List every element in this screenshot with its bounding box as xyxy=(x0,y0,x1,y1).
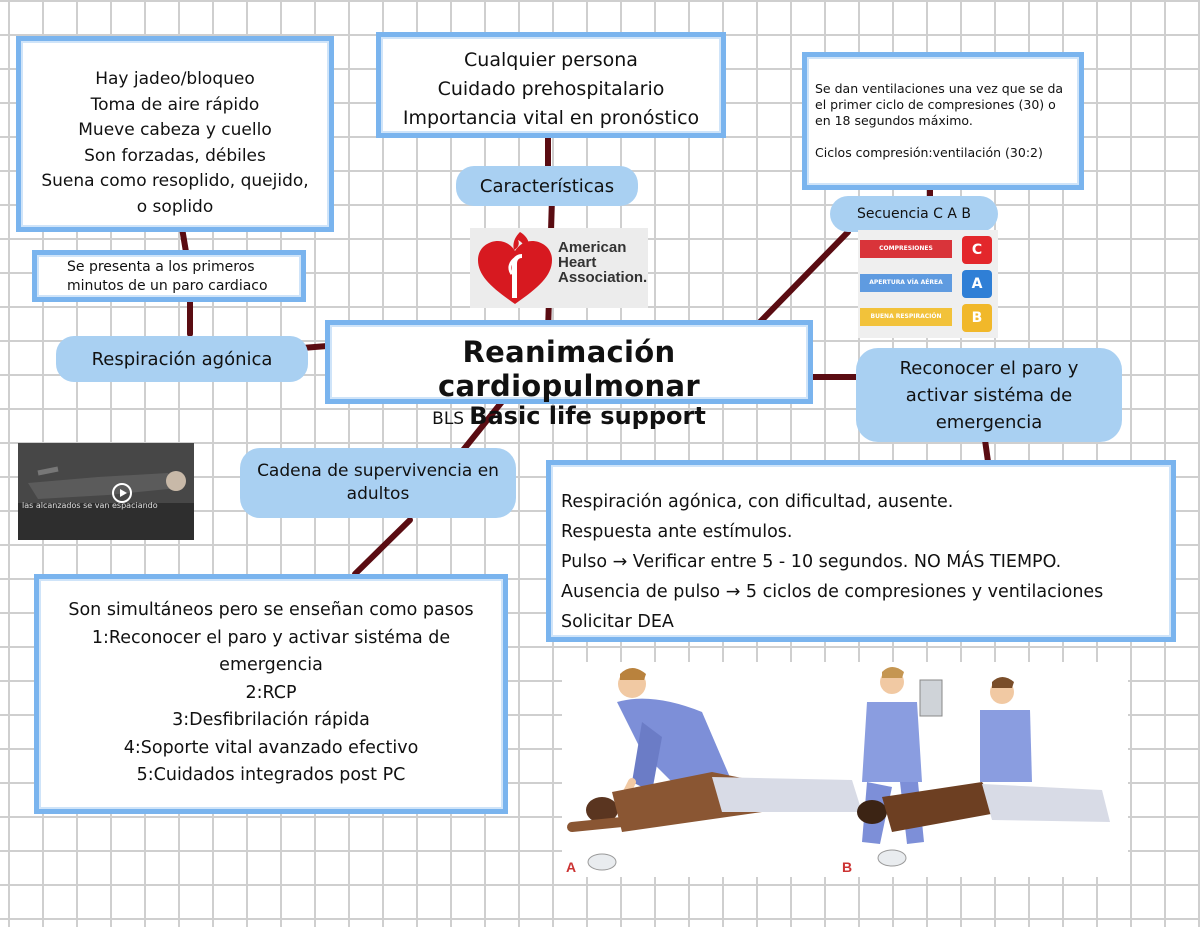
heart-torch-icon xyxy=(478,232,552,304)
connector-cab-main xyxy=(757,229,851,325)
agonal-label: Respiración agónica xyxy=(91,348,273,370)
chain-line: 4:Soporte vital avanzado efectivo xyxy=(123,737,419,758)
agonal-line: Son forzadas, débiles xyxy=(84,145,266,166)
recognize-label-pill: Reconocer el paro y activar sistéma de e… xyxy=(856,348,1122,442)
chain-line: emergencia xyxy=(219,655,323,675)
cab-letter: B xyxy=(971,310,983,326)
victim-a xyxy=(567,772,862,832)
characteristics-box: Cualquier persona Cuidado prehospitalari… xyxy=(376,32,726,138)
recognize-line: Ausencia de pulso → 5 ciclos de compresi… xyxy=(561,582,1104,602)
figure-label-b: B xyxy=(842,859,852,875)
cab-bar: COMPRESIONES TORÁCICAS xyxy=(860,240,952,258)
recognize-line: Respiración agónica, con dificultad, aus… xyxy=(561,492,954,512)
agonal-line: Mueve cabeza y cuello xyxy=(78,120,272,140)
connector-chain-main xyxy=(457,395,508,457)
agonal-line: Suena como resoplido, quejido, xyxy=(41,171,309,191)
characteristics-label: Características xyxy=(479,175,615,197)
agonal-line: Hay jadeo/bloqueo xyxy=(95,69,255,89)
cab-letter-tile: A xyxy=(962,270,992,298)
page-subtitle: Basic life support xyxy=(469,402,706,430)
cab-row-name: BUENA RESPIRACIÓN xyxy=(870,313,942,320)
video-caption: las alcanzados se van espaciando xyxy=(22,501,158,510)
cab-explanation-box: Se dan ventilaciones una vez que se da e… xyxy=(802,52,1084,190)
cab-text: Se dan ventilaciones una vez que se da e… xyxy=(815,81,1064,128)
cpr-scene-svg: A B xyxy=(566,667,1110,875)
chain-box: Son simultáneos pero se enseñan como pas… xyxy=(34,574,508,814)
aha-logo: American Heart Association. xyxy=(470,228,648,308)
chain-line: 5:Cuidados integrados post PC xyxy=(136,765,406,785)
characteristics-label-pill: Características xyxy=(456,166,638,206)
video-thumbnail[interactable]: las alcanzados se van espaciando xyxy=(18,443,194,540)
logo-line: Association. xyxy=(558,269,648,286)
agonal-description-box: Hay jadeo/bloqueo Toma de aire rápido Mu… xyxy=(16,36,334,232)
characteristics-line: Importancia vital en pronóstico xyxy=(402,107,700,129)
agonal-note-box: Se presenta a los primeros minutos de un… xyxy=(32,250,306,302)
chain-line: Son simultáneos pero se enseñan como pas… xyxy=(68,600,474,620)
recognize-line: Respuesta ante estímulos. xyxy=(561,522,793,542)
recognize-label: Reconocer el paro y activar sistéma de e… xyxy=(899,357,1079,433)
recognize-line: Solicitar DEA xyxy=(561,612,674,632)
characteristics-line: Cualquier persona xyxy=(464,49,638,71)
logo-line: Heart xyxy=(558,254,597,271)
logo-line: American xyxy=(558,239,627,256)
cab-row: BUENA RESPIRACIÓN B xyxy=(858,304,998,332)
cab-bar: APERTURA VÍA AÉREA xyxy=(860,274,952,292)
chain-line: 3:Desfibrilación rápida xyxy=(172,710,370,730)
chain-line: 1:Reconocer el paro y activar sistéma de xyxy=(91,627,451,648)
cab-bar: BUENA RESPIRACIÓN xyxy=(860,308,952,326)
cab-row-name: APERTURA VÍA AÉREA xyxy=(869,279,943,286)
agonal-line: Toma de aire rápido xyxy=(90,94,260,115)
characteristics-line: Cuidado prehospitalario xyxy=(437,78,665,100)
victim-b xyxy=(857,782,1110,832)
recognize-box: Respiración agónica, con dificultad, aus… xyxy=(546,460,1176,642)
connector-agonal-top xyxy=(179,225,189,255)
rescuer-a xyxy=(617,668,732,806)
page-title: Reanimación cardiopulmonar xyxy=(438,335,700,403)
cab-table: COMPRESIONES TORÁCICAS C APERTURA VÍA AÉ… xyxy=(858,230,998,338)
cab-letter: A xyxy=(971,276,983,292)
cab-letter-tile: C xyxy=(962,236,992,264)
defibrillator-panel xyxy=(919,679,943,717)
cab-letter-tile: B xyxy=(962,304,992,332)
cab-row: COMPRESIONES TORÁCICAS C xyxy=(858,236,998,264)
bag-valve-b xyxy=(877,849,907,867)
rescuer-b2 xyxy=(980,677,1032,782)
figure-label-a: A xyxy=(566,859,576,875)
cab-label-pill: Secuencia C A B xyxy=(830,196,998,232)
play-icon[interactable] xyxy=(112,483,132,503)
cab-cycles: Ciclos compresión:ventilación (30:2) xyxy=(815,145,1043,160)
chain-label-pill: Cadena de supervivencia en adultos xyxy=(240,448,516,518)
cab-letter: C xyxy=(971,242,983,258)
agonal-label-pill: Respiración agónica xyxy=(56,336,308,382)
agonal-line: o soplido xyxy=(136,196,214,217)
chain-label: Cadena de supervivencia en adultos xyxy=(257,461,499,504)
cab-label: Secuencia C A B xyxy=(856,206,972,222)
bag-valve-a xyxy=(587,853,617,871)
cab-row-name: COMPRESIONES TORÁCICAS xyxy=(879,245,933,252)
recognize-line: Pulso → Verificar entre 5 - 10 segundos.… xyxy=(561,552,1062,572)
agonal-note: Se presenta a los primeros minutos de un… xyxy=(67,259,268,294)
cpr-illustration: A B xyxy=(562,662,1128,877)
cab-row: APERTURA VÍA AÉREA A xyxy=(858,270,998,298)
title-prefix: BLS xyxy=(432,409,465,429)
person-lying-illustration xyxy=(18,443,194,540)
connector-chain-box xyxy=(352,517,413,577)
chain-line: 2:RCP xyxy=(245,682,297,703)
main-title-box: Reanimación cardiopulmonar BLS Basic lif… xyxy=(325,320,813,429)
